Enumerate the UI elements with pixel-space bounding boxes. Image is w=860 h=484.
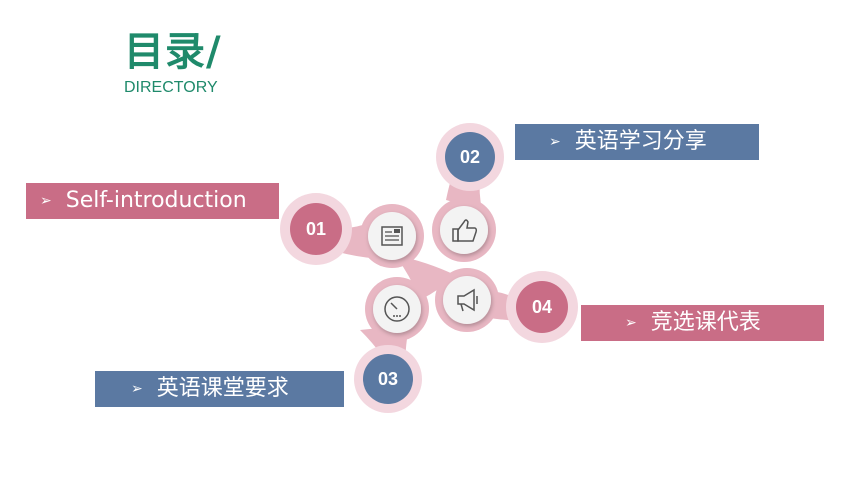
badge-number-02: 02 [460,147,480,167]
item-text-01: Self-introduction [65,188,247,213]
item-text-02: 英语学习分享 [574,129,707,154]
item-text-04: 竞选课代表 [650,310,761,335]
page-title: 目录/ [124,29,222,75]
badge-03[interactable]: 03 [354,345,422,413]
arrow-icon: ➢ [40,193,52,209]
badge-01[interactable]: 01 [280,193,352,265]
item-text-03: 英语课堂要求 [156,376,289,401]
gauge-icon[interactable] [365,277,429,341]
thumbs-up-icon[interactable] [432,198,496,262]
item-label-03[interactable]: ➢ 英语课堂要求 [95,371,344,407]
badge-number-03: 03 [378,369,398,389]
item-label-04[interactable]: ➢ 竞选课代表 [581,305,824,341]
arrow-icon: ➢ [625,315,637,331]
badge-number-04: 04 [532,297,552,317]
page-subtitle: DIRECTORY [124,79,218,96]
arrow-icon: ➢ [131,381,143,397]
item-label-01[interactable]: ➢ Self-introduction [26,183,279,219]
arrow-icon: ➢ [549,134,561,150]
megaphone-icon[interactable] [435,268,499,332]
badge-04[interactable]: 04 [506,271,578,343]
badge-number-01: 01 [306,219,326,239]
connector-center [395,255,455,300]
badge-02[interactable]: 02 [436,123,504,191]
newspaper-icon[interactable] [360,204,424,268]
item-label-02[interactable]: ➢ 英语学习分享 [515,124,759,160]
